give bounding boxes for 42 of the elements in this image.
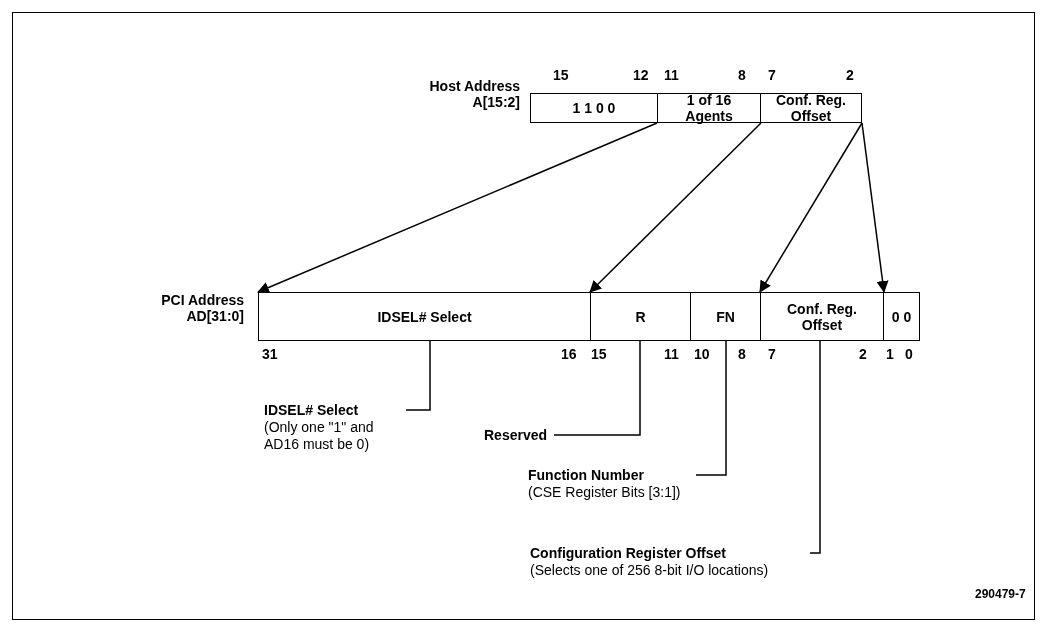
bit-number: 2 (859, 346, 867, 362)
bit-field: FN (690, 292, 761, 341)
bit-field: 0 0 (883, 292, 920, 341)
leader-line (695, 340, 727, 476)
bit-number: 11 (664, 346, 679, 362)
arrow (589, 122, 762, 293)
bit-number: 15 (591, 346, 607, 362)
bit-number: 11 (664, 67, 679, 83)
figure-number: 290479-7 (975, 586, 1026, 602)
field-description: (CSE Register Bits [3:1]) (528, 484, 682, 501)
bit-field: Conf. Reg. Offset (760, 292, 884, 341)
bit-number: 2 (846, 67, 854, 83)
bit-number: 10 (694, 346, 710, 362)
bit-number: 15 (553, 67, 569, 83)
bit-number: 0 (905, 346, 913, 362)
bit-field: IDSEL# Select (258, 292, 591, 341)
field-description: (Only one "1" and AD16 must be 0) (264, 419, 375, 453)
field-name: Reserved (484, 427, 549, 444)
bit-field: R (590, 292, 691, 341)
field-name: Configuration Register Offset (530, 545, 727, 562)
bit-number: 12 (633, 67, 649, 83)
bit-number: 7 (768, 67, 776, 83)
bit-number: 8 (738, 346, 746, 362)
arrow (861, 122, 889, 293)
register-name: Host Address A[15:2] (428, 78, 520, 110)
bit-field: Conf. Reg. Offset (760, 93, 862, 123)
bit-field: 1 1 0 0 (530, 93, 658, 123)
field-name: Function Number (528, 467, 645, 484)
field-description: (Selects one of 256 8-bit I/O locations) (530, 562, 770, 579)
field-name: IDSEL# Select (264, 402, 360, 419)
leader-line (553, 340, 641, 436)
bit-number: 1 (886, 346, 894, 362)
bit-number: 16 (561, 346, 577, 362)
arrow (257, 122, 658, 294)
register-name: PCI Address AD[31:0] (160, 292, 244, 324)
bit-field: 1 of 16 Agents (657, 93, 761, 123)
leader-line (809, 340, 821, 554)
bit-number: 7 (768, 346, 776, 362)
leader-line (405, 340, 431, 411)
arrow (759, 122, 863, 293)
bit-number: 31 (262, 346, 278, 362)
bit-number: 8 (738, 67, 746, 83)
